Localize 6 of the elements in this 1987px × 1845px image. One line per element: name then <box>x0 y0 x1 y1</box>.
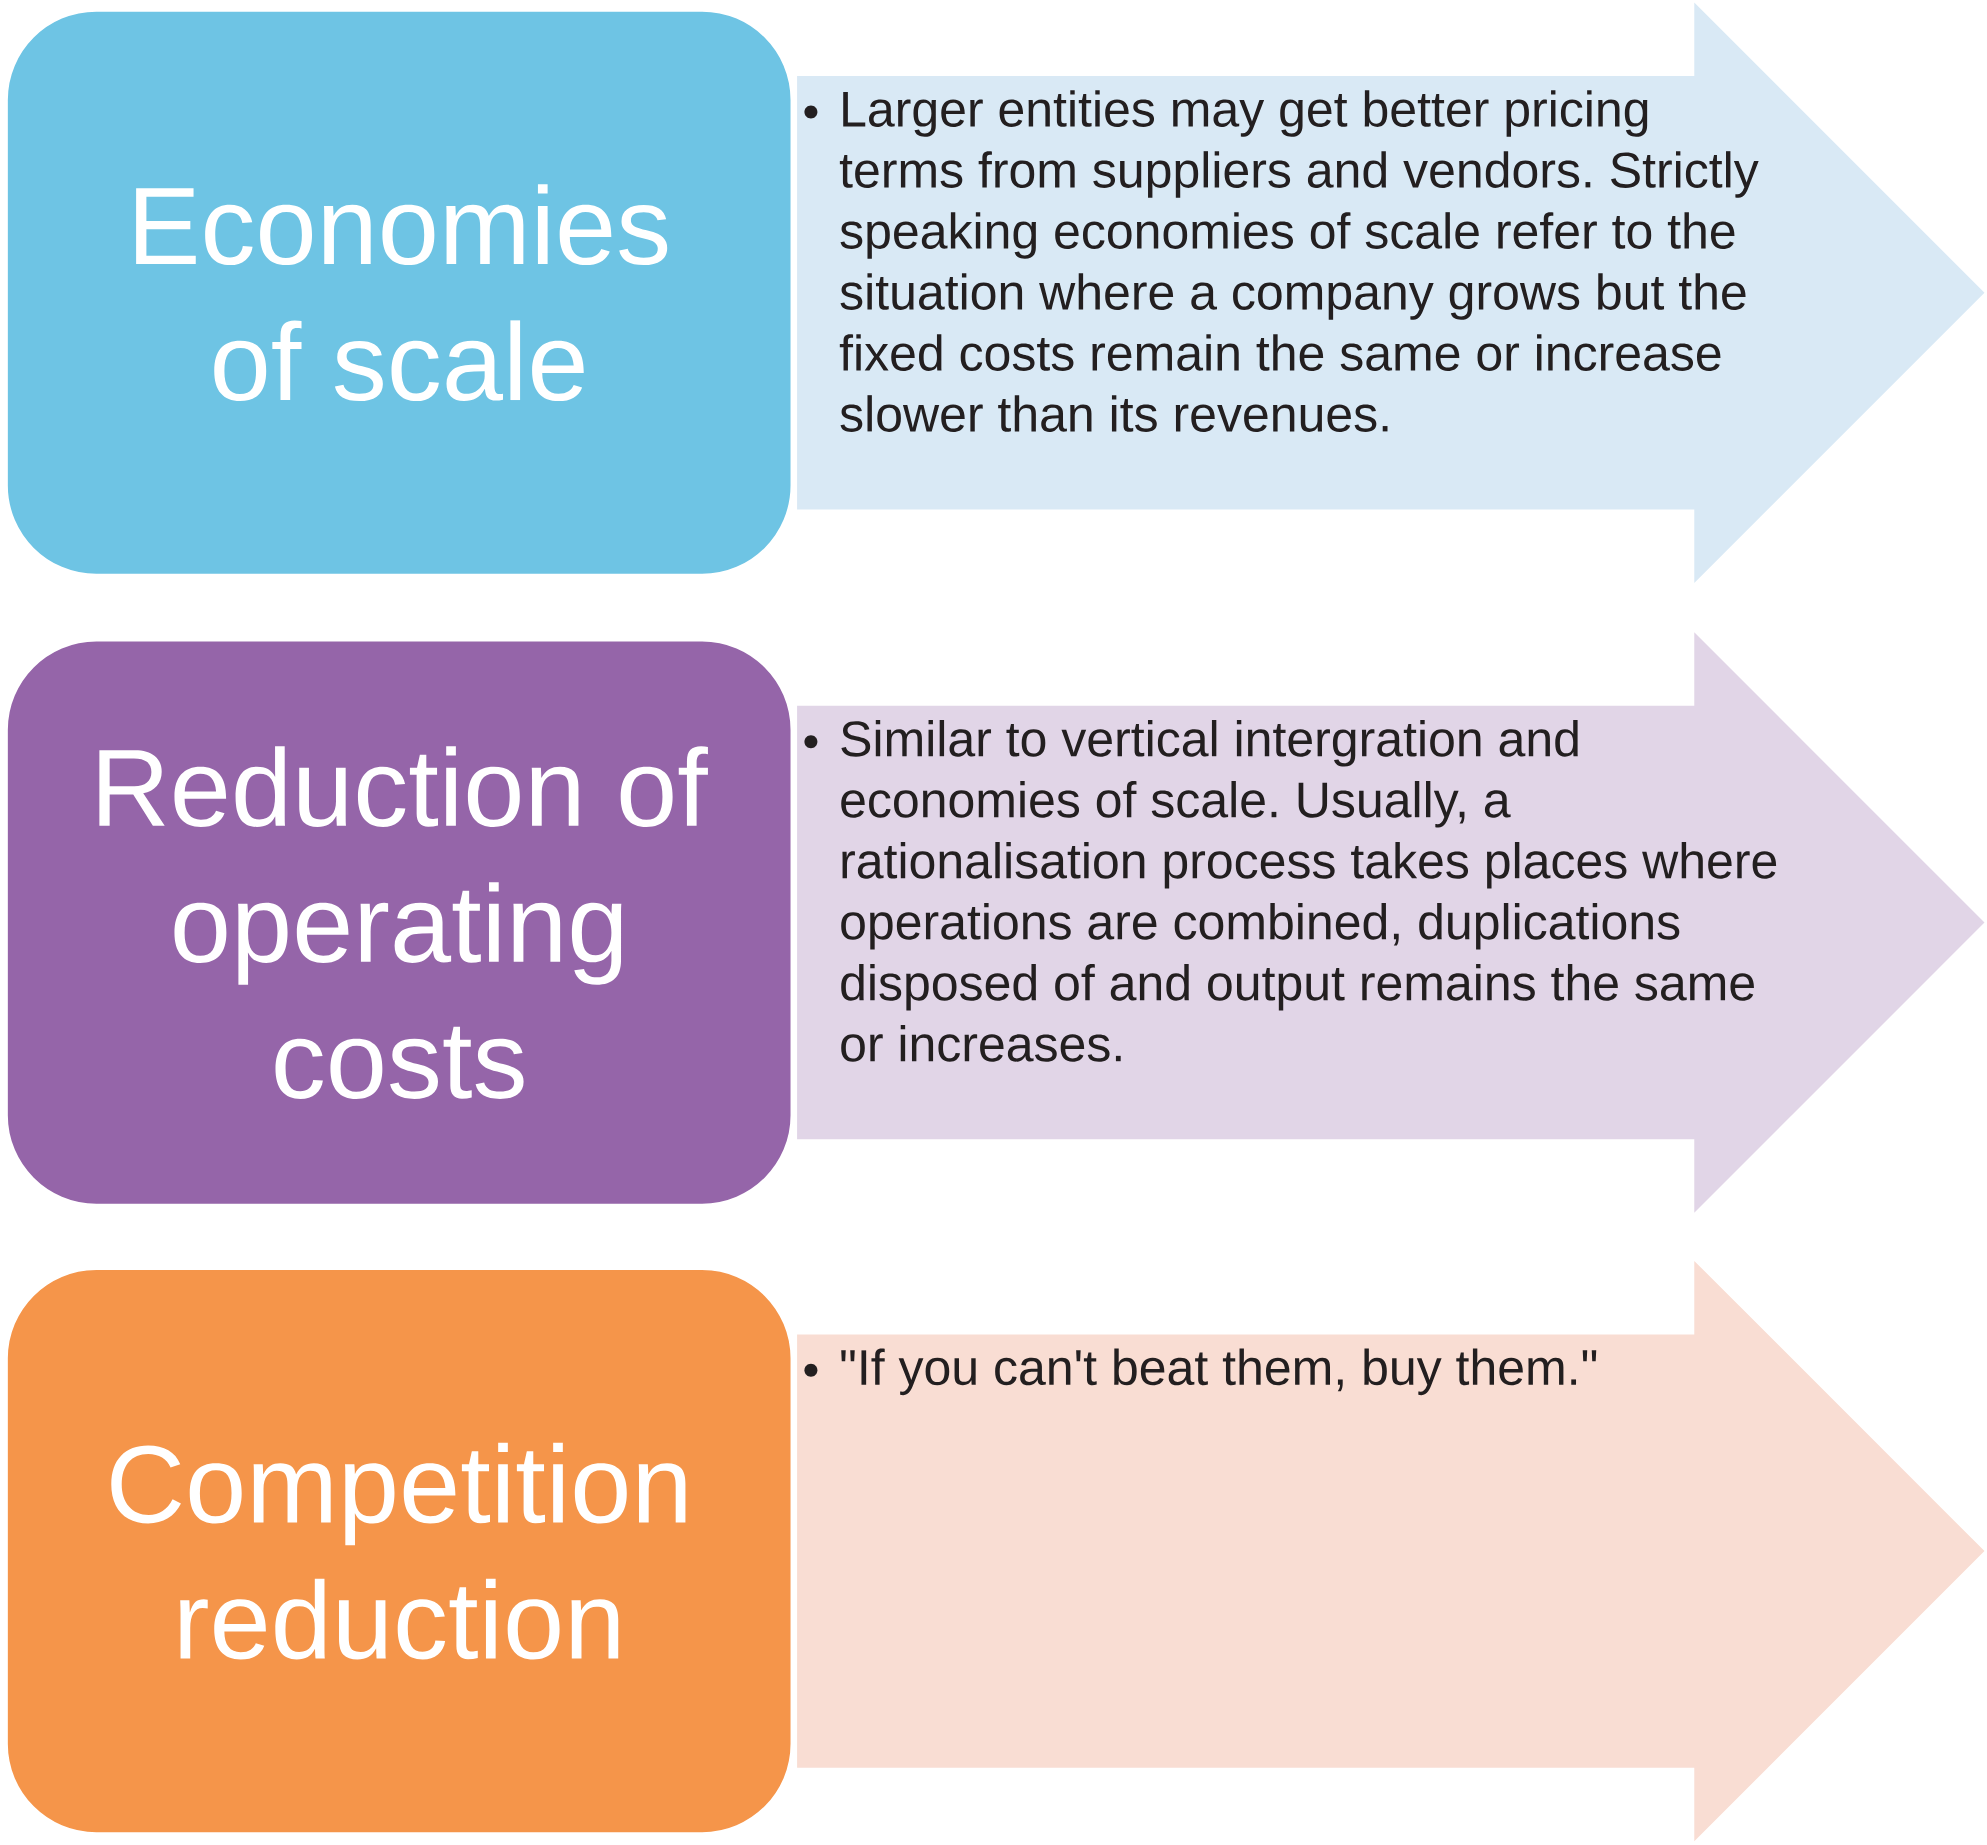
arrow-band: "If you can't beat them, buy them." <box>797 1260 1985 1842</box>
category-box: Competition reduction <box>4 1267 794 1836</box>
category-box: Economies of scale <box>4 8 794 577</box>
arrow-band: Larger entities may get better pricing terms from suppliers and vendors. Strictly speaking economies of scale refer to the situation where a company grows but the fixed costs remain the same or increase slower than its revenues. <box>797 2 1985 583</box>
arrow-band: Similar to vertical intergration and economies of scale. Usually, a rationalisation process takes places where operations are combined, duplications disposed of and output remains the same or increases. <box>797 632 1985 1213</box>
category-box: Reduction of operating costs <box>4 638 794 1207</box>
